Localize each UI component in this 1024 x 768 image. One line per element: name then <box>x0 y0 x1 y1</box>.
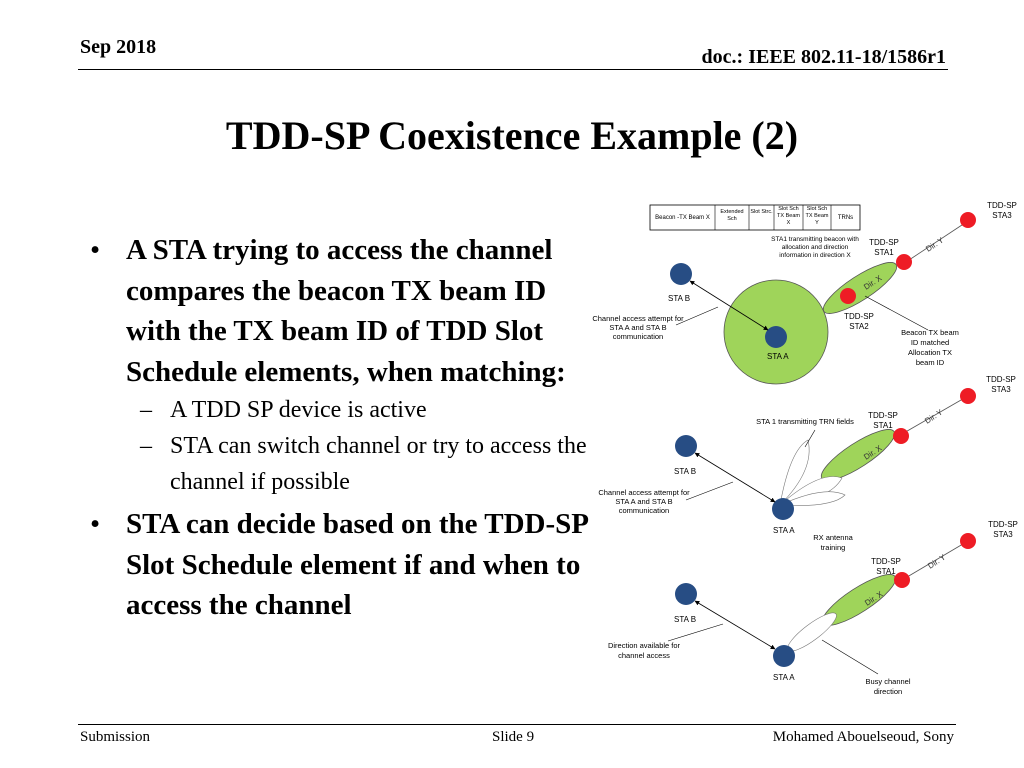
sta3-node-1 <box>960 212 976 228</box>
p2-tdd-sp-sta3: TDD-SP STA3 <box>986 375 1016 394</box>
beacon-cell-5: Slot Sch TX Beam Y <box>805 206 829 226</box>
p3-direction-available: Direction available for channel access <box>607 641 681 660</box>
footer-slide-number: Slide 9 <box>492 729 535 745</box>
sta1-node-2 <box>893 428 909 444</box>
header-date: Sep 2018 <box>80 36 157 58</box>
rx-lobe-1 <box>779 439 810 506</box>
footer-rule <box>78 724 956 725</box>
sta1-node-1 <box>896 254 912 270</box>
beacon-cell-4: Slot Sch TX Beam X <box>777 206 800 226</box>
sta-b-node-3 <box>675 583 697 605</box>
rx-lobe-3 <box>779 491 846 506</box>
p2-sta-b: STA B <box>674 467 696 476</box>
p1-tdd-sp-sta2: TDD-SP STA2 <box>844 312 874 331</box>
sta-b-node-1 <box>670 263 692 285</box>
p3-busy: Busy channel direction <box>865 677 911 696</box>
footer-submission: Submission <box>80 729 151 745</box>
diagram-labels: STA1 transmitting beacon with allocation… <box>592 201 1018 696</box>
slide-title: TDD-SP Coexistence Example (2) <box>225 113 799 158</box>
sta3-node-3 <box>960 533 976 549</box>
p3-sta-b: STA B <box>674 615 696 624</box>
sub-bullet-1-text: A TDD SP device is active <box>170 397 427 423</box>
p2-dir-y: Dir. Y <box>923 407 945 425</box>
beacon-cell-3: Slot Strc. <box>750 209 773 215</box>
panel-3 <box>667 533 976 675</box>
sta-b-node-2 <box>675 435 697 457</box>
header-doc-id: doc.: IEEE 802.11-18/1586r1 <box>701 46 946 68</box>
p1-sta-b: STA B <box>668 294 690 303</box>
beacon-frame-table: Beacon -TX Beam X Extended Sch Slot Strc… <box>649 204 861 231</box>
p3-tdd-sp-sta1: TDD-SP STA1 <box>871 557 901 576</box>
sta-a-node-2 <box>772 498 794 520</box>
sub-bullet-2: –STA can switch channel or try to access… <box>140 433 587 495</box>
panel-2 <box>675 388 976 520</box>
sta1-beacon-note: STA1 transmitting beacon with allocation… <box>771 236 859 259</box>
bullet-2-text: STA can decide based on the TDD-SP Slot … <box>126 508 588 621</box>
sta1-node-3 <box>894 572 910 588</box>
sta3-node-2 <box>960 388 976 404</box>
bullet-list: •A STA trying to access the channel comp… <box>82 230 592 626</box>
p2-tdd-sp-sta1: TDD-SP STA1 <box>868 411 898 430</box>
p2-channel-access: Channel access attempt for STA A and STA… <box>598 488 690 515</box>
p2-sta-a: STA A <box>773 526 795 535</box>
beacon-cell-6: TRNs <box>837 215 854 221</box>
p2-rx-training: RX antenna training <box>813 533 853 552</box>
bullet-1-text: A STA trying to access the channel compa… <box>126 234 566 388</box>
p3-tdd-sp-sta3: TDD-SP STA3 <box>988 520 1018 539</box>
bullet-1: •A STA trying to access the channel comp… <box>90 234 566 388</box>
beacon-cell-2: Extended Sch <box>720 209 744 222</box>
header-rule <box>78 69 948 70</box>
beacon-cell-1: Beacon -TX Beam X <box>655 215 710 221</box>
sub-bullet-2-text: STA can switch channel or try to access … <box>170 433 587 495</box>
p1-tdd-sp-sta3: TDD-SP STA3 <box>987 201 1017 220</box>
footer-author: Mohamed Abouelseoud, Sony <box>772 729 954 745</box>
p1-beacon-match: Beacon TX beam ID matched Allocation TX … <box>901 328 959 367</box>
p1-channel-access: Channel access attempt for STA A and STA… <box>592 314 684 341</box>
panel-1 <box>670 212 976 385</box>
bullet-2: •STA can decide based on the TDD-SP Slot… <box>90 508 588 621</box>
p1-tdd-sp-sta1: TDD-SP STA1 <box>869 238 899 257</box>
p3-sta-a: STA A <box>773 673 795 682</box>
sta-a-node-3 <box>773 645 795 667</box>
sta2-node-1 <box>840 288 856 304</box>
sub-bullet-1: –A TDD SP device is active <box>140 397 427 423</box>
p2-trn-note: STA 1 transmitting TRN fields <box>756 417 854 426</box>
sta-a-node-1 <box>765 326 787 348</box>
p1-sta-a: STA A <box>767 352 789 361</box>
